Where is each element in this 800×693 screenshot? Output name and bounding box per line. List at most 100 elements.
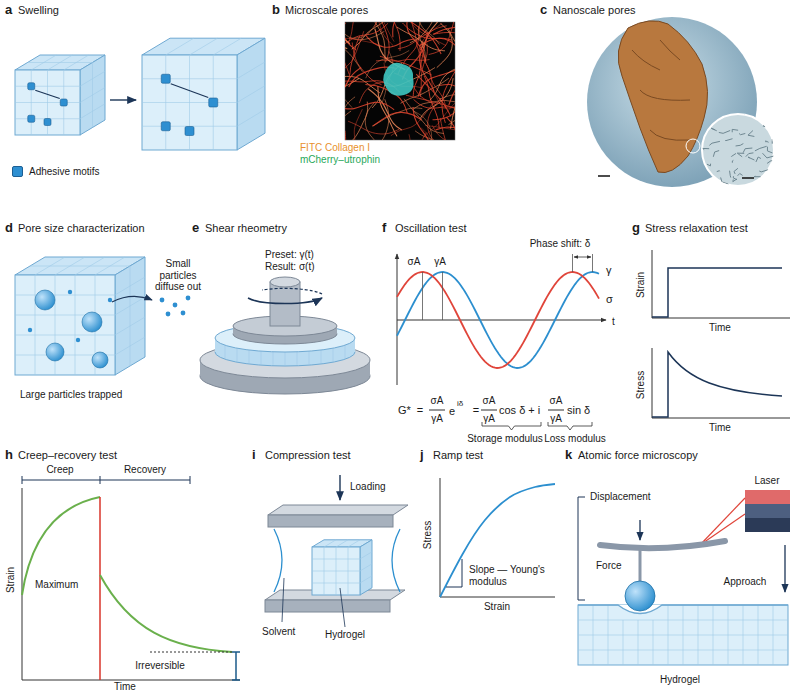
afm-setup-part	[578, 635, 788, 636]
creep-plot-part	[235, 652, 237, 680]
collagen-fibers-part	[402, 23, 451, 40]
afm-setup-part	[784, 545, 785, 592]
pore-texture-part	[732, 160, 733, 162]
compression-rig-part	[312, 583, 360, 584]
collagen-fibers-part	[391, 104, 433, 136]
compression-rig-part	[282, 578, 284, 622]
pore-texture-part	[766, 141, 769, 142]
afm-setup-part	[639, 520, 640, 540]
swelling-cubes-part	[237, 62, 265, 79]
swelling-cubes-part	[142, 102, 237, 103]
pore-texture-part	[734, 168, 738, 174]
swelling-cubes-part	[80, 55, 105, 135]
swelling-cubes-part	[161, 122, 170, 131]
creep-plot-part	[22, 476, 23, 484]
pore-cube-part	[30, 266, 130, 267]
pore-texture-part	[736, 144, 744, 146]
swelling-cubes-part	[60, 99, 67, 106]
collagen-fibers-part	[345, 102, 368, 140]
panel-title: Microscale pores	[285, 4, 368, 17]
panel-letter: h	[5, 448, 13, 463]
annotation: Result: σ(t)	[265, 261, 315, 273]
afm-setup-part	[578, 650, 788, 651]
pore-texture	[703, 113, 777, 188]
panel-letter: k	[565, 448, 572, 463]
compression-rig-part	[360, 552, 372, 559]
formula-term: iδ	[457, 399, 463, 408]
oscillation-plot-part	[429, 410, 445, 411]
pore-texture-part	[738, 174, 743, 176]
pore-texture-part	[703, 148, 709, 149]
axis-label: Time	[114, 681, 136, 693]
pore-texture-part	[756, 157, 761, 162]
pore-texture-part	[743, 113, 745, 114]
pore-cube-part	[15, 335, 115, 336]
annotation: Phase shift: δ	[530, 238, 591, 250]
channel-label: FITC Collagen I	[300, 142, 370, 154]
brace-label: Loss modulus	[544, 433, 606, 445]
pore-texture-part	[763, 123, 766, 127]
collagen-fibers-part	[449, 61, 455, 106]
collagen-fibers-part	[430, 64, 455, 100]
collagen-fibers-part	[345, 102, 394, 110]
collagen-fibers-part	[366, 36, 414, 48]
rheometer-part	[270, 277, 300, 287]
pore-cube-part	[35, 290, 55, 310]
compression-rig-part	[339, 475, 340, 500]
afm-setup-part	[578, 605, 788, 614]
collagen-fibers-part	[406, 95, 455, 110]
swelling-cubes-part	[161, 74, 170, 83]
collagen-fibers-part	[345, 22, 356, 50]
annotation: Small particles diffuse out	[146, 258, 210, 293]
panel-letter: f	[382, 221, 386, 236]
swelling-cubes-part	[15, 102, 80, 103]
collagen-fibers-part	[345, 22, 350, 44]
annotation: Displacement	[590, 491, 651, 503]
axis-label: Strain	[5, 567, 17, 593]
channel-label: mCherry–utrophin	[300, 154, 380, 166]
swelling-cubes-part	[190, 38, 218, 55]
collagen-fibers-part	[374, 99, 389, 140]
pore-texture-part	[772, 161, 775, 162]
afm-setup-part	[578, 605, 788, 665]
creep-plot-part	[22, 680, 240, 681]
afm-setup	[578, 490, 790, 665]
creep-plot-part	[100, 575, 232, 652]
pore-texture-part	[711, 128, 717, 131]
compression-rig-part	[324, 540, 336, 547]
creep-plot-part	[100, 476, 101, 484]
axis-label: Stress	[422, 521, 434, 549]
pore-texture-part	[709, 141, 719, 145]
compression-rig-part	[265, 600, 390, 612]
compression-rig-part	[348, 540, 360, 547]
afm-setup-part	[700, 498, 745, 545]
compression-rig-part	[312, 547, 360, 595]
swelling-cubes-part	[35, 90, 60, 98]
electron-micrograph-part	[660, 40, 680, 60]
annotation: Solvent	[262, 626, 295, 638]
phase-label: Creep	[46, 464, 73, 476]
relaxation-plots-part	[652, 418, 790, 419]
sample-blob	[618, 21, 707, 173]
pore-texture-part	[762, 153, 773, 158]
compression-rig-part	[268, 505, 408, 515]
collagen-fibers-part	[345, 39, 362, 72]
creep-plot-part	[22, 488, 23, 680]
pore-texture-part	[764, 183, 772, 188]
swelling-cubes-part	[171, 84, 209, 98]
formula-term: γA	[483, 413, 495, 425]
formula-term: sin δ	[567, 404, 590, 417]
pore-texture-part	[731, 153, 736, 156]
electron-micrograph-part	[742, 177, 754, 179]
compression-rig-part	[340, 588, 345, 627]
collagen-fibers-part	[345, 97, 355, 140]
pore-texture-part	[767, 147, 772, 153]
creep-plot	[22, 476, 240, 680]
creep-plot-part	[99, 497, 101, 680]
oscillation-plot-part	[397, 320, 606, 321]
collagen-fibers-part	[414, 111, 433, 140]
compression-rig-part	[348, 547, 349, 595]
collagen-fibers-part	[375, 22, 406, 27]
formula-term: σA	[431, 395, 444, 407]
afm-setup-part	[653, 620, 654, 665]
